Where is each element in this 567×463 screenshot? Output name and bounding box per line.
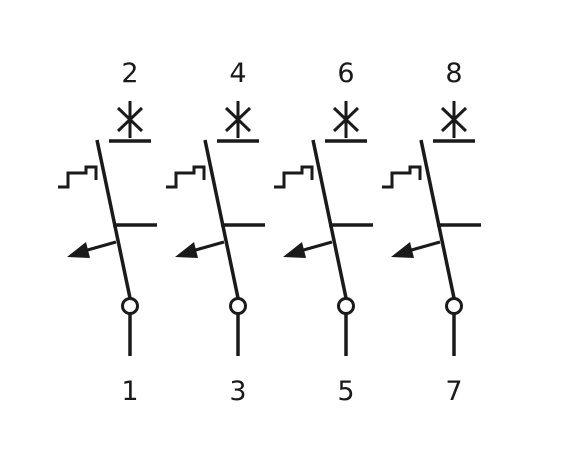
switch-blade: [419, 139, 456, 299]
bottom-terminal-label: 3: [229, 376, 246, 407]
contact-terminal-circle: [229, 297, 247, 315]
switch-blade: [203, 139, 240, 299]
switch-blade: [95, 139, 132, 299]
contact-terminal-circle: [121, 297, 139, 315]
thermal-trip-icon: [382, 165, 422, 189]
trip-arrow-shaft: [299, 240, 333, 253]
breaker-pole-3: 65: [274, 58, 373, 407]
isolator-cross-icon: [433, 101, 475, 143]
thermal-trip-icon: [166, 165, 206, 189]
contact-terminal-circle: [337, 297, 355, 315]
breaker-pole-4: 87: [382, 58, 481, 407]
breaker-pole-2: 43: [166, 58, 265, 407]
trip-arrow-shaft: [407, 240, 441, 253]
trip-arrow-shaft: [191, 240, 225, 253]
thermal-trip-icon: [274, 165, 314, 189]
top-terminal-label: 8: [445, 58, 462, 89]
bottom-terminal-label: 1: [121, 376, 138, 407]
trip-arrow-head-icon: [391, 242, 414, 258]
contact-terminal-circle: [445, 297, 463, 315]
trip-arrow-head-icon: [175, 242, 198, 258]
switch-blade: [311, 139, 348, 299]
breaker-pole-1: 21: [58, 58, 157, 407]
top-terminal-label: 4: [229, 58, 246, 89]
bottom-terminal-label: 5: [337, 376, 354, 407]
bottom-terminal-label: 7: [445, 376, 462, 407]
top-terminal-label: 2: [121, 58, 138, 89]
isolator-cross-icon: [325, 101, 367, 143]
isolator-cross-icon: [109, 101, 151, 143]
trip-arrow-head-icon: [67, 242, 90, 258]
trip-arrow-head-icon: [283, 242, 306, 258]
isolator-cross-icon: [217, 101, 259, 143]
thermal-trip-icon: [58, 165, 98, 189]
top-terminal-label: 6: [337, 58, 354, 89]
trip-arrow-shaft: [83, 240, 117, 253]
